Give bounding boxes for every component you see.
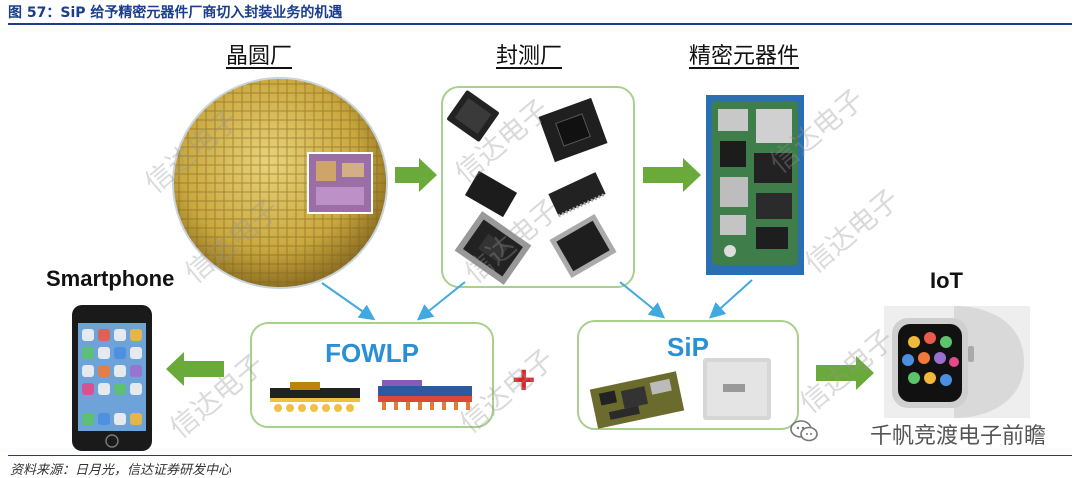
fowlp-title: FOWLP [325, 338, 419, 368]
green-arrow-packaging-to-components [643, 158, 703, 196]
arrow-packaging-to-fowlp [416, 281, 466, 321]
wechat-icon [790, 420, 818, 442]
ic-packages-image [447, 90, 617, 285]
green-arrow-wafer-to-packaging [395, 158, 439, 196]
packaging-box [441, 86, 635, 288]
figure-source: 资料来源：日月光，信达证券研发中心 [10, 463, 232, 478]
smartwatch-image [884, 306, 1030, 418]
label-packaging-test: 封测厂 [496, 44, 563, 69]
footer-rule [8, 455, 1072, 456]
arrow-wafer-to-fowlp [321, 282, 376, 321]
title-rule [8, 23, 1072, 25]
figure-title: 图 57：SiP 给予精密元器件厂商切入封装业务的机遇 [8, 5, 343, 21]
label-iot: IoT [930, 268, 963, 293]
label-precision-components: 精密元器件 [689, 44, 800, 69]
plus-sign: + [512, 358, 536, 402]
sip-title: SiP [667, 332, 709, 362]
smartphone-image [72, 305, 152, 451]
fowlp-package-image [270, 380, 472, 412]
label-smartphone: Smartphone [46, 266, 175, 291]
sip-box: SiP [577, 320, 799, 430]
pcb-module-image [706, 95, 804, 275]
green-arrow-fowlp-to-smartphone [166, 352, 226, 390]
fowlp-box: FOWLP [250, 322, 494, 428]
brand-label: 千帆竞渡电子前瞻 [869, 424, 1046, 449]
label-wafer-fab: 晶圆厂 [226, 44, 293, 69]
wafer-image [170, 75, 390, 290]
arrow-components-to-sip [709, 279, 753, 319]
sip-modules-image [589, 358, 771, 429]
arrow-packaging-to-sip [619, 281, 666, 319]
green-arrow-sip-to-iot [816, 356, 876, 394]
